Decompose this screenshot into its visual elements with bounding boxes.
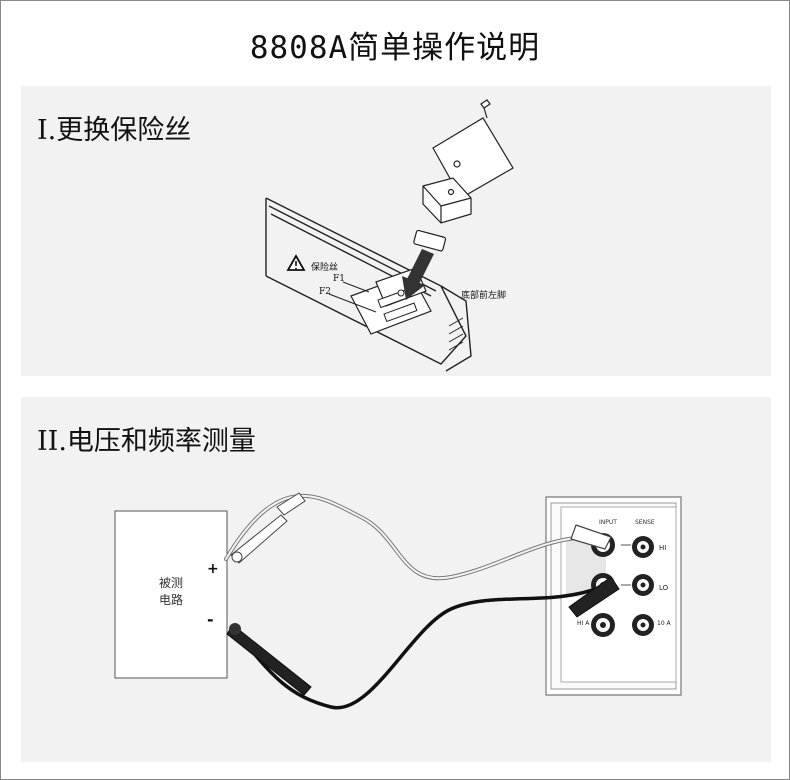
circuit-label-line2: 电路: [159, 592, 183, 607]
jack-10a: [632, 614, 654, 636]
page-title: 8808A简单操作说明: [249, 30, 541, 66]
screw-icon: [480, 99, 491, 109]
f1-label: F1: [333, 274, 345, 284]
insert-arrow-icon: [402, 249, 434, 300]
f2-label: F2: [319, 287, 331, 297]
hi-label: HI: [659, 544, 666, 552]
input-label: INPUT: [599, 519, 617, 526]
negative-test-lead: [226, 576, 620, 710]
hi-a-label: HI A: [577, 620, 590, 627]
minus-terminal-label: -: [207, 610, 214, 629]
fuse-section: I.更换保险丝: [21, 86, 771, 376]
jack-sense-lo: [632, 574, 654, 596]
fuse-label: 保险丝: [311, 261, 338, 273]
warning-icon: [286, 254, 306, 271]
location-label: 底部前左脚: [461, 289, 506, 301]
jack-hi-a: [591, 613, 615, 637]
circuit-label-line1: 被测: [159, 576, 183, 590]
fuse-pair: [377, 288, 418, 323]
sense-label: SENSE: [635, 519, 655, 526]
plus-terminal-label: +: [207, 561, 219, 577]
positive-test-lead: [224, 492, 612, 581]
section-title-fuse: I.更换保险丝: [37, 115, 192, 146]
section-title-voltage: II.电压和频率测量: [37, 426, 256, 457]
fuse-holder-block: [422, 177, 472, 224]
voltage-section: II.电压和频率测量 被测 电路 + - INPUT SENSE HI LO H…: [21, 397, 771, 762]
measurement-diagram: 被测 电路 + - INPUT SENSE HI LO HI A 10 A: [114, 492, 682, 710]
lo-label: LO: [659, 584, 669, 592]
fuse-diagram: 保险丝 F1 F2 底部前左脚: [265, 99, 514, 372]
jack-sense-hi: [632, 536, 654, 558]
circuit-box: [114, 510, 228, 679]
ten-a-label: 10 A: [657, 620, 672, 627]
meter-bottom-outline: [265, 197, 467, 365]
spare-fuse: [413, 229, 447, 252]
